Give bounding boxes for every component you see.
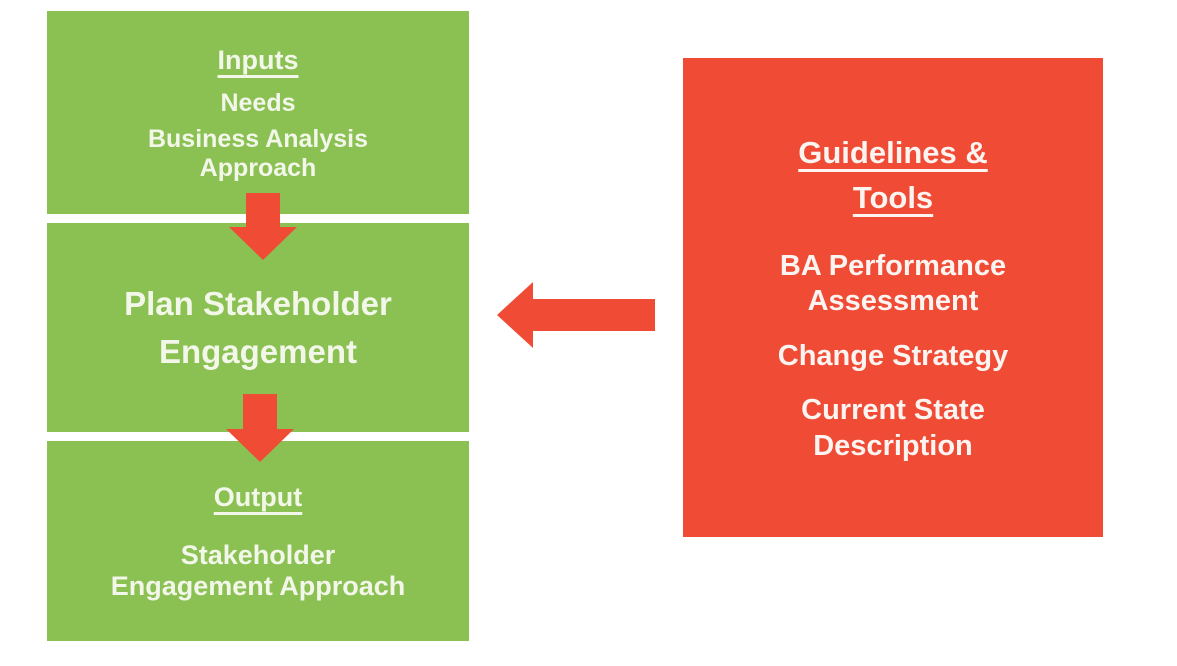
task-label: Plan Stakeholder Engagement xyxy=(124,284,392,370)
guidelines-item-current-state-description: Current State Description xyxy=(801,394,985,462)
inputs-heading-text: Inputs xyxy=(217,45,299,76)
output-heading: Output xyxy=(214,479,302,515)
left-arrow-icon xyxy=(497,282,655,348)
guidelines-heading: Guidelines & Tools xyxy=(758,131,1028,221)
inputs-item-business-analysis-approach: Business Analysis Approach xyxy=(147,124,368,182)
output-item-stakeholder-engagement-approach: Stakeholder Engagement Approach xyxy=(110,539,406,602)
guidelines-box: Guidelines & Tools BA Performance Assess… xyxy=(683,58,1103,537)
guidelines-heading-text: Guidelines & Tools xyxy=(798,135,988,216)
guidelines-item-ba-performance-assessment: BA Performance Assessment xyxy=(779,250,1007,318)
inputs-box: Inputs Needs Business Analysis Approach xyxy=(47,11,469,214)
down-arrow-icon-2 xyxy=(226,394,294,462)
inputs-heading: Inputs xyxy=(218,42,299,78)
guidelines-item-change-strategy: Change Strategy xyxy=(777,339,1009,372)
output-heading-text: Output xyxy=(213,482,303,513)
output-box: Output Stakeholder Engagement Approach xyxy=(47,441,469,641)
down-arrow-icon-1 xyxy=(229,193,297,260)
inputs-item-needs: Needs xyxy=(220,88,296,117)
